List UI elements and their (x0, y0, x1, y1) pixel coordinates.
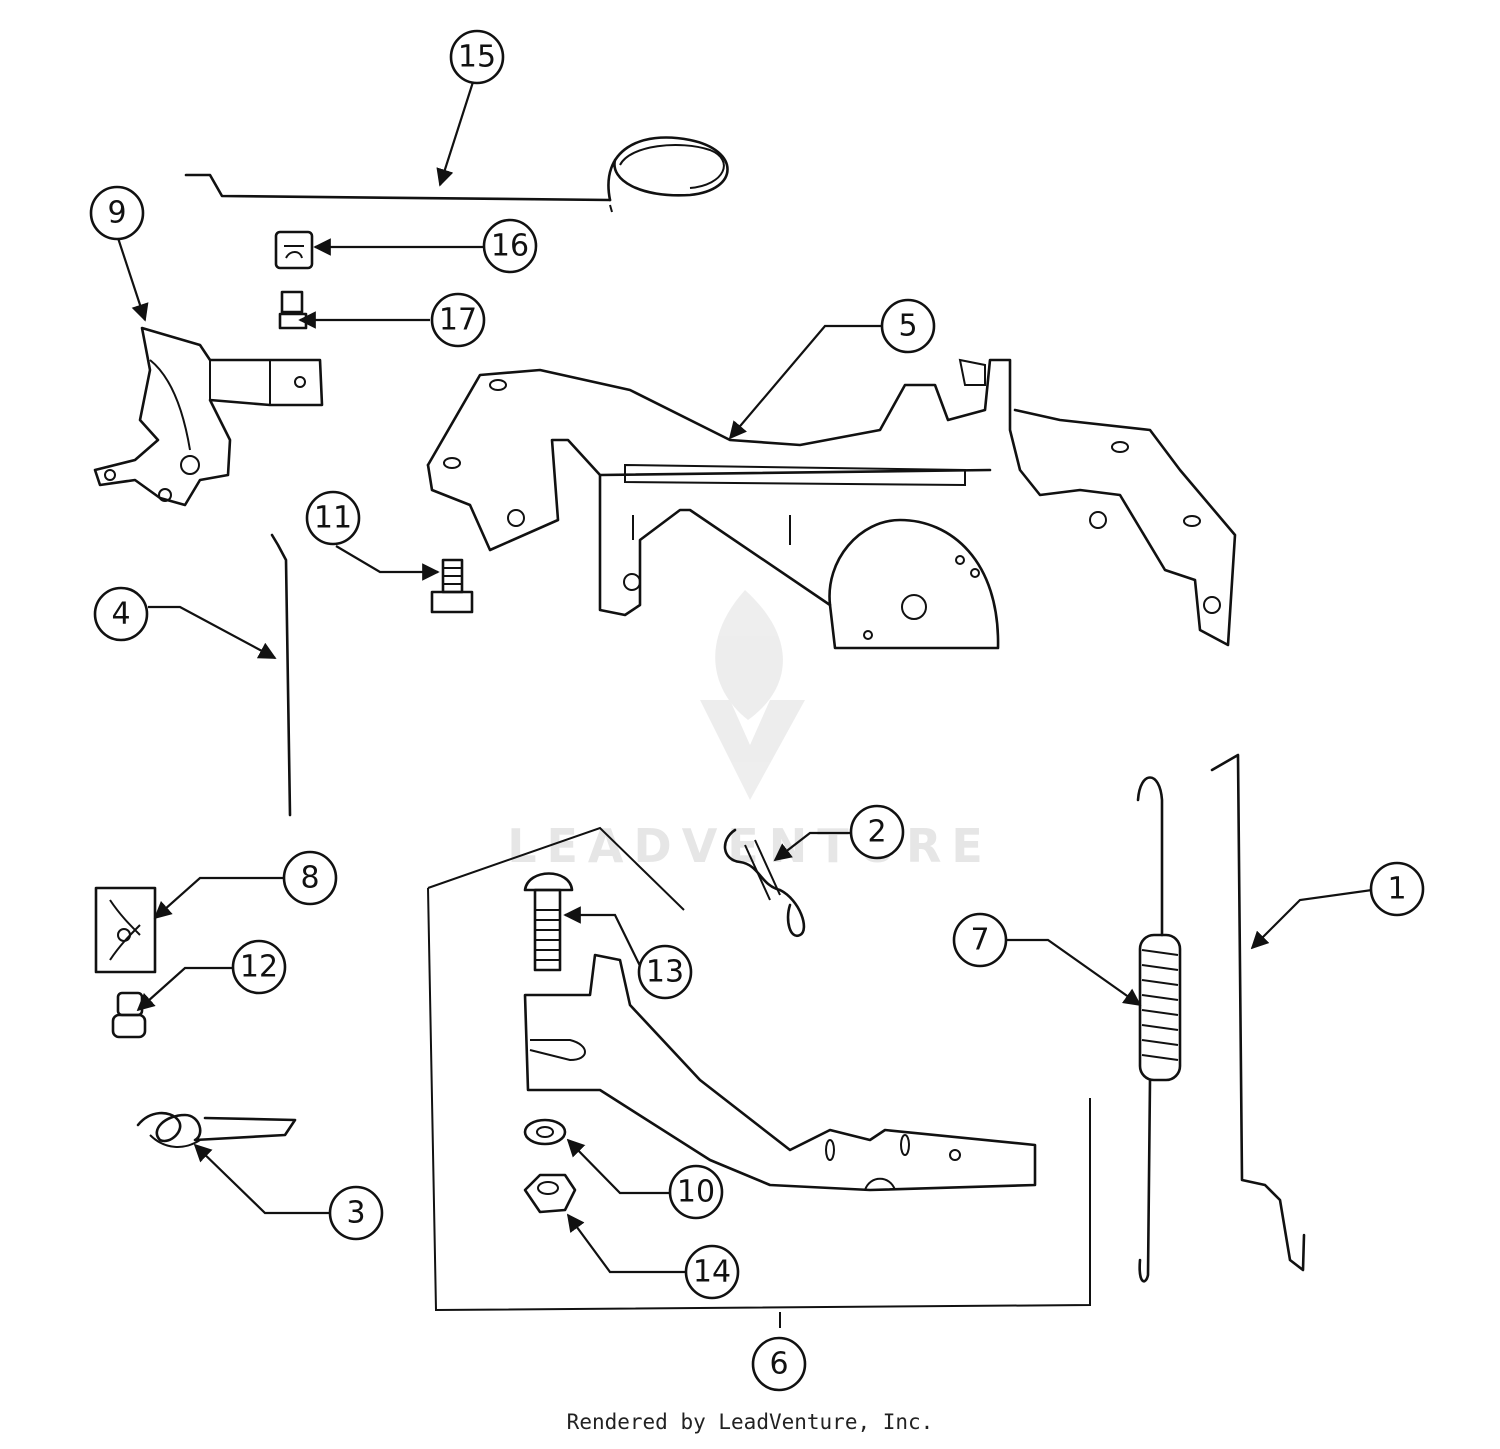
svg-text:10: 10 (677, 1175, 715, 1210)
part-2-spring (723, 828, 806, 938)
svg-text:7: 7 (970, 923, 989, 958)
footer-credit: Rendered by LeadVenture, Inc. (566, 1410, 934, 1434)
svg-text:16: 16 (491, 229, 529, 264)
part-9-bracket (93, 326, 324, 507)
part-15-torsion-rod (184, 136, 729, 213)
part-12-screw (111, 991, 147, 1039)
part-5-mounting-plate (426, 358, 1237, 650)
part-6-bracket-group (427, 826, 1091, 1328)
svg-text:4: 4 (111, 597, 130, 632)
callout-1[interactable]: 1 (1369, 861, 1425, 917)
callout-9[interactable]: 9 (89, 185, 145, 241)
callout-11[interactable]: 11 (305, 490, 361, 546)
callout-8[interactable]: 8 (282, 850, 338, 906)
part-17-screw (278, 290, 308, 330)
part-16-clip (274, 230, 314, 270)
callout-2[interactable]: 2 (849, 804, 905, 860)
callout-6[interactable]: 6 (751, 1336, 807, 1392)
part-11-bolt (430, 558, 474, 614)
svg-text:11: 11 (314, 501, 352, 536)
part-10-washer (523, 1118, 567, 1146)
callout-3[interactable]: 3 (328, 1185, 384, 1241)
callout-4[interactable]: 4 (93, 586, 149, 642)
svg-text:1: 1 (1387, 872, 1406, 907)
watermark-logo (700, 590, 805, 800)
svg-text:3: 3 (346, 1196, 365, 1231)
callout-7[interactable]: 7 (952, 912, 1008, 968)
part-7-spring (1136, 776, 1182, 1283)
callout-17[interactable]: 17 (430, 292, 486, 348)
callout-12[interactable]: 12 (231, 939, 287, 995)
part-3-spring (136, 1111, 297, 1148)
svg-text:17: 17 (439, 303, 477, 338)
svg-text:9: 9 (107, 196, 126, 231)
svg-text:15: 15 (458, 40, 496, 75)
svg-text:2: 2 (867, 815, 886, 850)
callout-5[interactable]: 5 (880, 298, 936, 354)
callout-14[interactable]: 14 (684, 1244, 740, 1300)
part-8-block (94, 886, 157, 974)
callout-13[interactable]: 13 (637, 944, 693, 1000)
svg-text:14: 14 (693, 1255, 731, 1290)
callout-15[interactable]: 15 (449, 29, 505, 85)
svg-text:12: 12 (240, 950, 278, 985)
part-1-rod (1210, 753, 1306, 1272)
svg-text:8: 8 (300, 861, 319, 896)
callout-10[interactable]: 10 (668, 1164, 724, 1220)
callout-16[interactable]: 16 (482, 218, 538, 274)
part-13-bolt (523, 872, 574, 972)
part-4-rod (270, 533, 292, 817)
svg-text:5: 5 (898, 309, 917, 344)
part-14-nut (523, 1173, 577, 1214)
svg-text:6: 6 (769, 1347, 788, 1382)
svg-text:13: 13 (646, 955, 684, 990)
leader-lines (116, 81, 1373, 1274)
